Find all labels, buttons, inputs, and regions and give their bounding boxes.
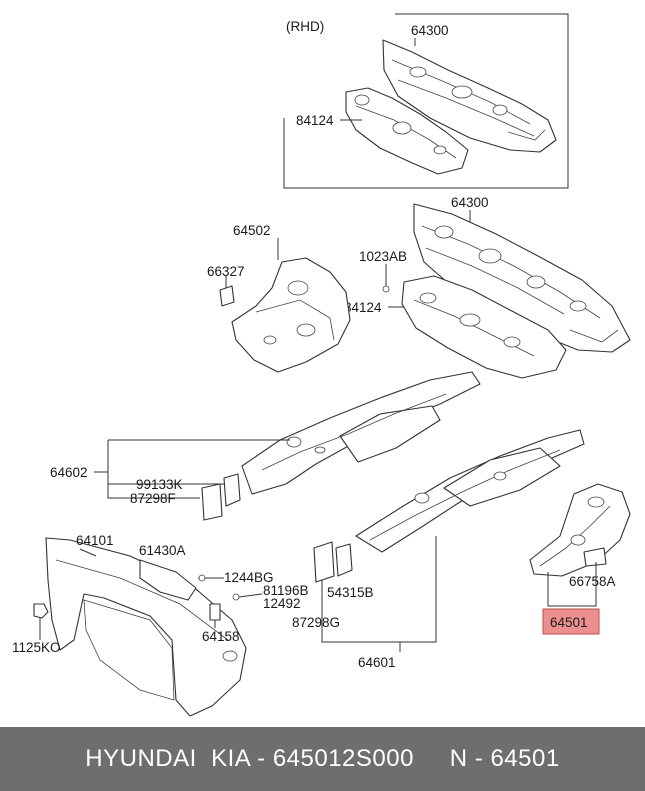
callout-84124-mid: 84124	[344, 300, 382, 315]
callout-12492: 12492	[263, 596, 301, 611]
callout-87298G: 87298G	[292, 615, 340, 630]
callout-1244BG: 1244BG	[224, 570, 274, 585]
callout-64501[interactable]: 64501	[550, 615, 588, 630]
parts-diagram: (RHD) 64300 84124 64300 1023AB	[12, 13, 631, 717]
part-dash-panel	[413, 203, 631, 353]
part-fender-apron-rh	[231, 257, 351, 373]
highlight-box	[542, 608, 600, 635]
part-side-member-rh	[241, 371, 481, 495]
part-radiator-support	[45, 537, 247, 717]
callout-84124-top: 84124	[296, 113, 334, 128]
callout-64101: 64101	[76, 533, 114, 548]
callout-1023AB: 1023AB	[359, 249, 407, 264]
footer-brand-partnumber: HYUNDAI KIA - 645012S000	[85, 745, 414, 772]
part-dash-insulator	[401, 275, 567, 379]
callout-64300-mid: 64300	[451, 195, 489, 210]
part-dash-panel-rhd	[382, 39, 557, 153]
footer-banner: HYUNDAI KIA - 645012S000 N - 64501	[0, 727, 645, 791]
rhd-inset: (RHD)	[283, 13, 569, 189]
footer-reference: N - 64501	[449, 745, 560, 772]
part-dash-insulator-rhd	[345, 87, 469, 175]
footer-gap	[414, 745, 450, 773]
rhd-label: (RHD)	[286, 19, 324, 34]
callout-1125KO: 1125KO	[12, 640, 61, 655]
callout-64601: 64601	[358, 655, 396, 670]
callout-87298F: 87298F	[130, 491, 176, 506]
part-side-member-lh	[355, 429, 585, 553]
callout-81196B: 81196B	[263, 583, 309, 598]
callout-64602: 64602	[50, 465, 88, 480]
callout-66327: 66327	[207, 264, 245, 279]
part-fender-apron-lh	[529, 483, 631, 577]
callout-99133K: 99133K	[136, 477, 183, 492]
callout-64502: 64502	[233, 223, 271, 238]
callout-61430A: 61430A	[139, 543, 186, 558]
callout-66758A: 66758A	[569, 574, 616, 589]
callout-64300-top: 64300	[411, 23, 449, 38]
callout-64158: 64158	[202, 629, 240, 644]
callout-54315B: 54315B	[327, 585, 374, 600]
